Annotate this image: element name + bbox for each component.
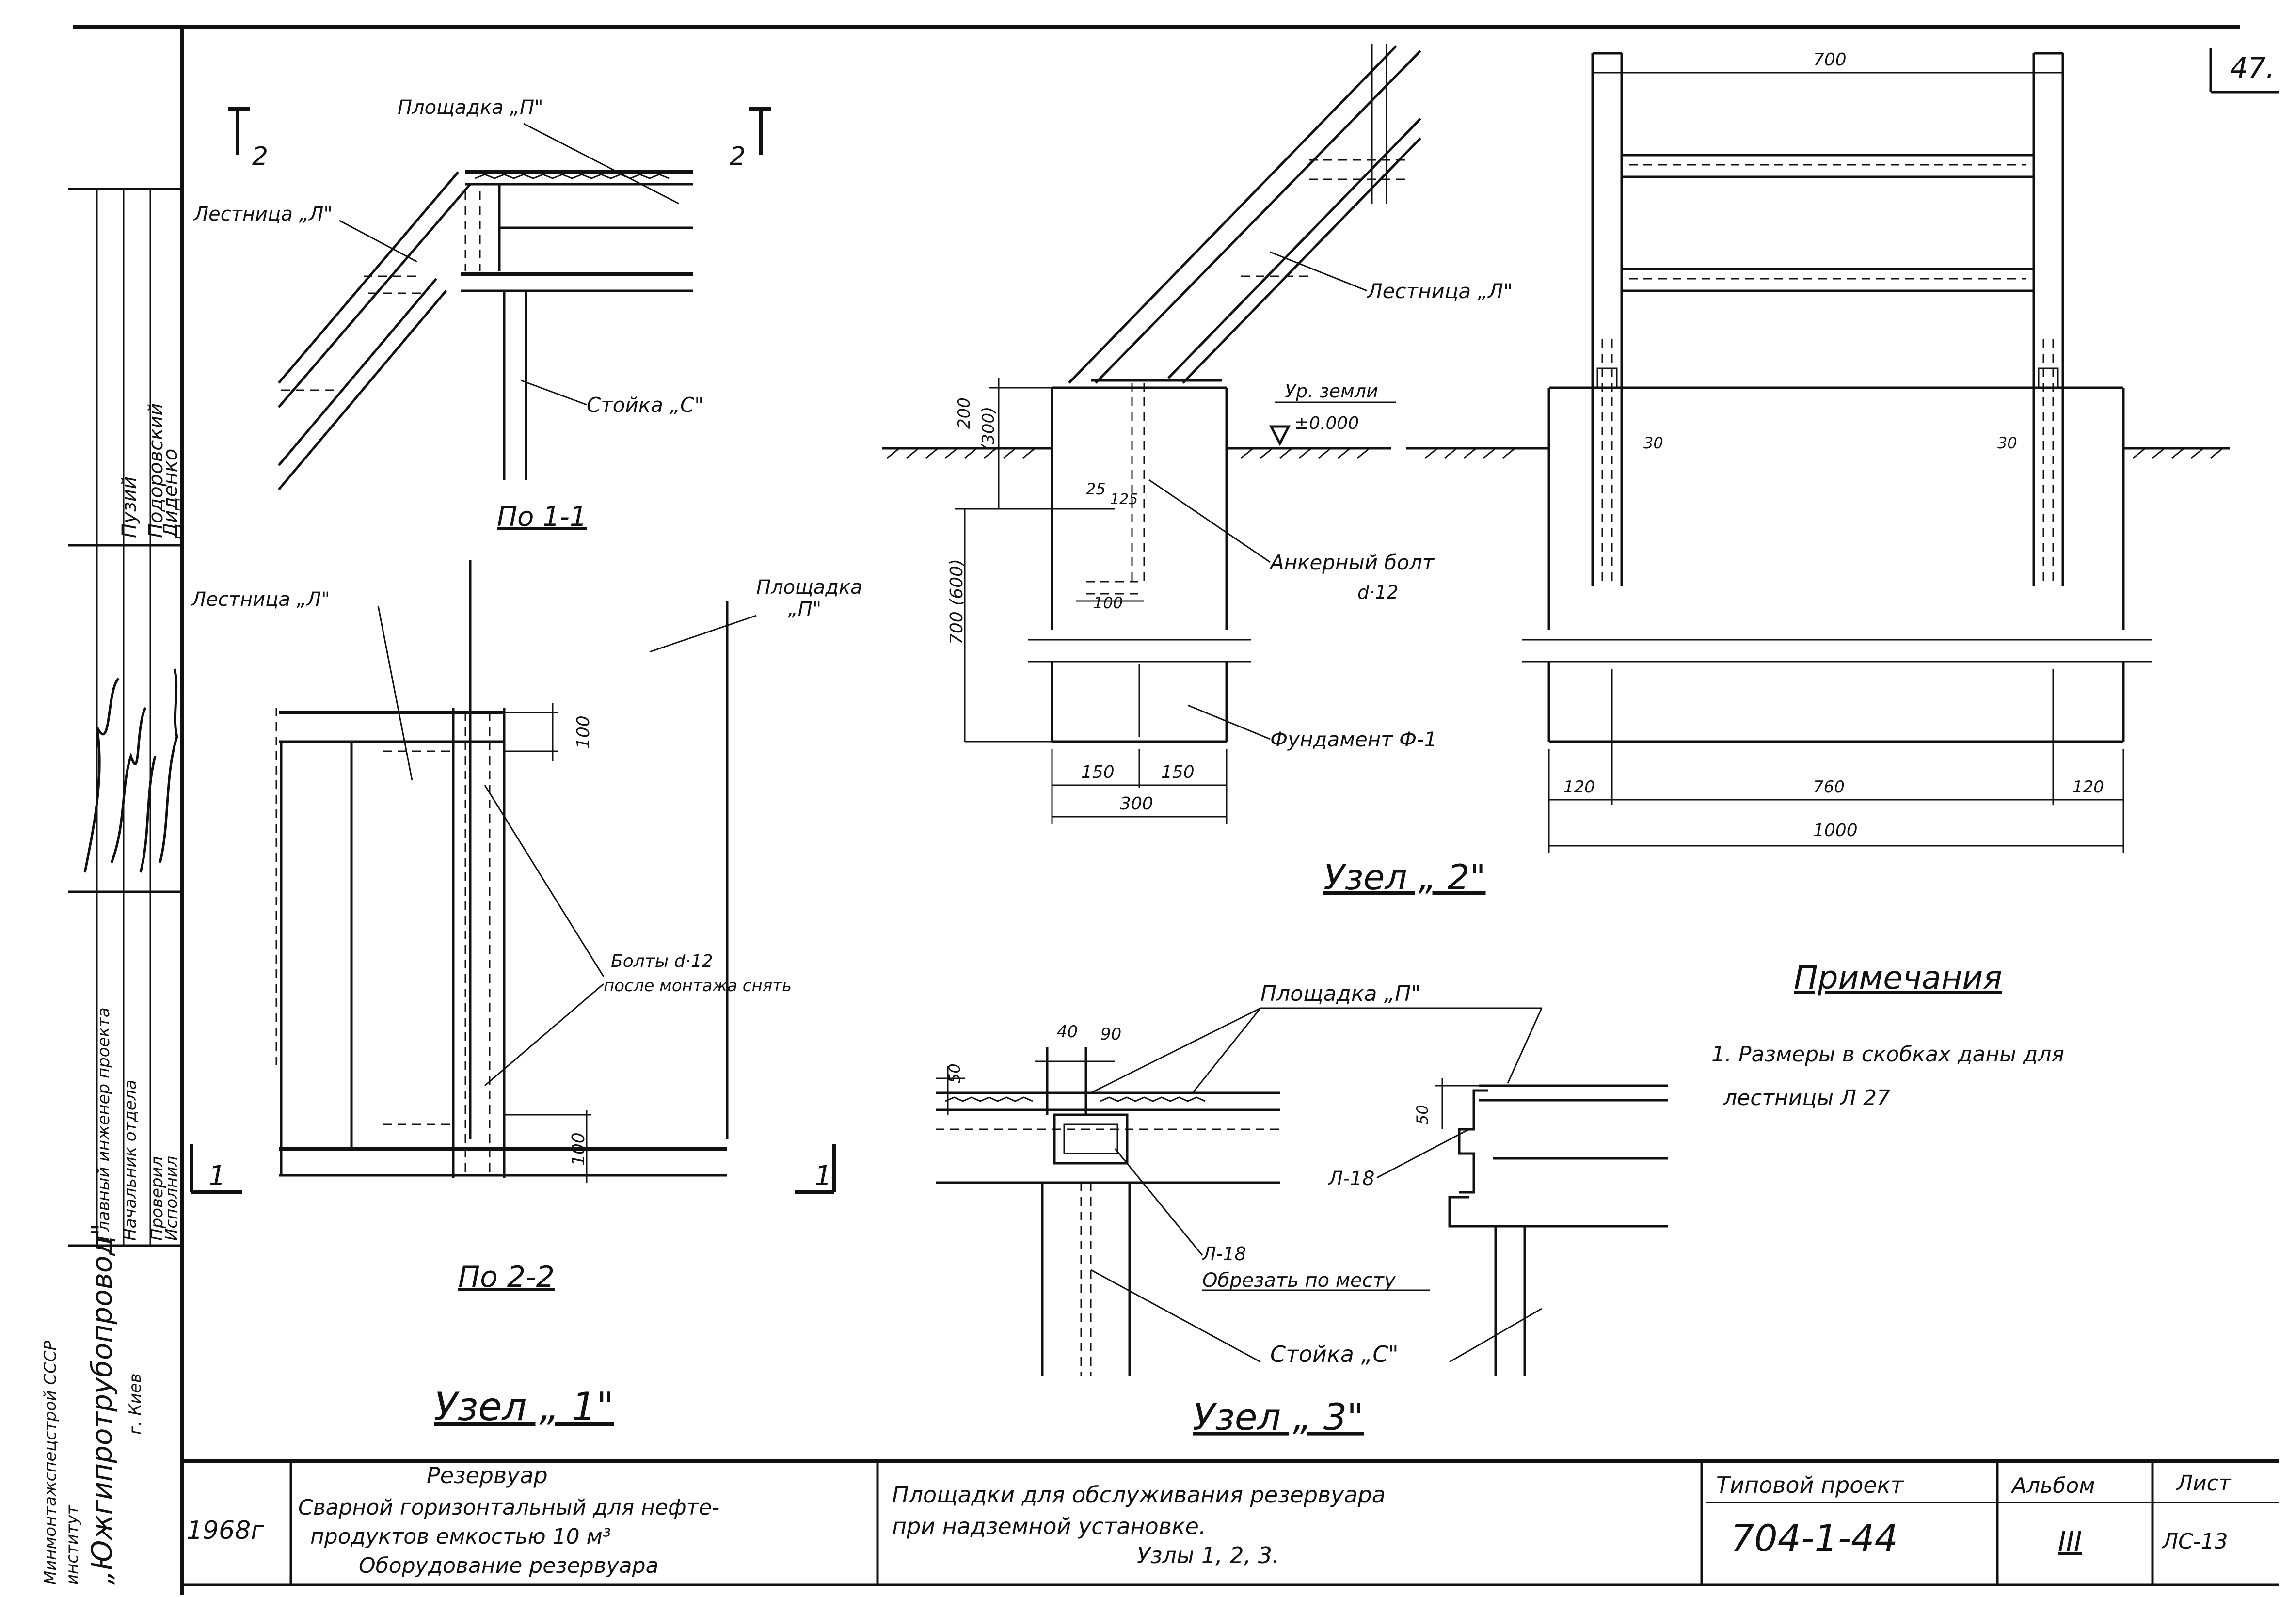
- n1-cut-1-left: 1: [208, 1160, 226, 1192]
- signatures: [83, 668, 178, 873]
- n2-dim-300-paren: (300): [979, 407, 998, 451]
- role-department-head: Начальник отдела: [121, 1080, 140, 1241]
- n1-cut-2-left: 2: [252, 142, 268, 171]
- n2-ground-level-value: ±0.000: [1294, 413, 1359, 433]
- n3-dim-50-left: 50: [945, 1063, 964, 1083]
- notes-line2: лестницы Л 27: [1723, 1086, 1890, 1110]
- tb-sheet-value: ЛС-13: [2161, 1529, 2228, 1554]
- n2-dim-25: 25: [1086, 480, 1106, 498]
- tb-object-line3: продуктов емкостью 10 м³: [310, 1524, 611, 1549]
- node1-section-2-2-drawing: [190, 560, 836, 1194]
- tb-drawing-line1: Площадки для обслуживания резервуара: [892, 1482, 1386, 1508]
- tb-object-line2: Сварной горизонтальный для нефте-: [298, 1495, 719, 1520]
- n3-platform-label: Площадка „П": [1260, 981, 1421, 1006]
- tb-year: 1968г: [187, 1516, 264, 1545]
- node2-side-view-drawing: [882, 44, 1517, 824]
- n3-dim-40: 40: [1057, 1022, 1078, 1042]
- role-chief-engineer: Главный инженер проекта: [94, 1007, 113, 1241]
- n2-anchor-bolt-label: Анкерный болт: [1269, 551, 1435, 574]
- n3-dim-50-right: 50: [1413, 1105, 1432, 1124]
- n2-dim-125: 125: [1110, 491, 1138, 508]
- role-checked: Проверил: [147, 1156, 167, 1241]
- n2-dim-1000: 1000: [1813, 821, 1858, 840]
- n3-post-label: Стойка „С": [1270, 1341, 1399, 1367]
- n3-part-l18: Л-18: [1201, 1243, 1246, 1265]
- n1-platform-label: Площадка „П": [398, 96, 543, 119]
- node2-title: Узел „ 2": [1323, 857, 1485, 898]
- sheet-number: 47.: [2230, 51, 2275, 84]
- n2-ladder-label: Лестница „Л": [1366, 279, 1513, 303]
- notes-heading: Примечания: [1794, 959, 2002, 996]
- n2-dim-200: 200: [955, 397, 974, 429]
- left-margin-stamp: [68, 188, 182, 1247]
- node1-title: Узел „ 1": [434, 1384, 614, 1429]
- n2-foundation-label: Фундамент Ф-1: [1270, 727, 1437, 751]
- role-executed: Исполнил: [162, 1156, 181, 1241]
- tb-object-line4: Оборудование резервуара: [359, 1553, 659, 1578]
- name-podorovsky: Подоровский: [145, 403, 167, 538]
- org-city: г. Киев: [126, 1373, 145, 1435]
- title-block: [182, 1459, 2279, 1586]
- node1-section-1-1-drawing: [228, 107, 771, 490]
- sheet-frame: [73, 25, 2279, 1595]
- n3-cut-to-fit: Обрезать по месту: [1202, 1269, 1396, 1292]
- notes-line1: 1. Размеры в скобках даны для: [1711, 1042, 2064, 1067]
- n2-dim-300: 300: [1120, 794, 1153, 814]
- name-didenko: Диденко: [159, 449, 182, 539]
- n1-post-label: Стойка „С": [587, 393, 704, 417]
- tb-album-label: Альбом: [2010, 1473, 2095, 1498]
- n1-bolts-label: Болты d·12: [611, 951, 713, 971]
- node3-drawing: [936, 1047, 1668, 1376]
- n2-dim-120-right: 120: [2073, 777, 2104, 797]
- n2-dim-150-right: 150: [1161, 762, 1195, 782]
- tb-drawing-line3: Узлы 1, 2, 3.: [1137, 1542, 1279, 1568]
- n1-cut-1-right: 1: [814, 1160, 832, 1192]
- n2-dim-120-left: 120: [1563, 777, 1595, 797]
- org-ministry: Минмонтажспецстрой СССР: [41, 1340, 60, 1585]
- n1-bolts-note: после монтажа снять: [604, 976, 792, 996]
- name-puziy: Пузий: [118, 476, 141, 538]
- n2-dim-760: 760: [1813, 777, 1845, 797]
- org-institute: институт: [63, 1504, 82, 1585]
- node3-title: Узел „ 3": [1193, 1395, 1364, 1439]
- n1-dim-100-top: 100: [574, 715, 593, 749]
- tb-project-label: Типовой проект: [1716, 1472, 1904, 1498]
- n1-cut-2-right: 2: [730, 142, 746, 171]
- n1-ladder-label-a: Лестница „Л": [193, 203, 333, 225]
- n3-part-l18-left: Л-18: [1327, 1168, 1374, 1190]
- n2-dim-30-left: 30: [1643, 434, 1663, 452]
- n2-dim-100: 100: [1093, 594, 1123, 612]
- tb-album-value: III: [2058, 1526, 2082, 1558]
- n2-dim-30-right: 30: [1997, 434, 2017, 452]
- n2-dim-700-top: 700: [1813, 50, 1847, 70]
- n2-anchor-bolt-size: d·12: [1357, 582, 1399, 603]
- n1-section-2-2-title: По 2-2: [458, 1260, 555, 1294]
- n2-dim-150-left: 150: [1081, 762, 1115, 782]
- n3-dim-90: 90: [1100, 1025, 1121, 1044]
- n1-platform-label-a: Площадка: [756, 576, 862, 599]
- n1-platform-label-b: „П": [788, 598, 821, 620]
- tb-project-number: 704-1-44: [1731, 1517, 1898, 1560]
- n1-ladder-label-b: Лестница „Л": [191, 588, 330, 611]
- tb-object-line1: Резервуар: [427, 1462, 548, 1488]
- n1-dim-100-bottom: 100: [569, 1132, 589, 1166]
- tb-drawing-line2: при надземной установке.: [892, 1513, 1206, 1539]
- n1-section-1-1-title: По 1-1: [497, 501, 587, 533]
- n2-dim-700-600: 700 (600): [947, 559, 967, 645]
- tb-sheet-label: Лист: [2176, 1471, 2232, 1496]
- node2-front-view-drawing: [1517, 52, 2230, 853]
- n2-ground-level-label: Ур. земли: [1285, 380, 1378, 402]
- org-name: „Южгипротрубопровод": [85, 1223, 118, 1585]
